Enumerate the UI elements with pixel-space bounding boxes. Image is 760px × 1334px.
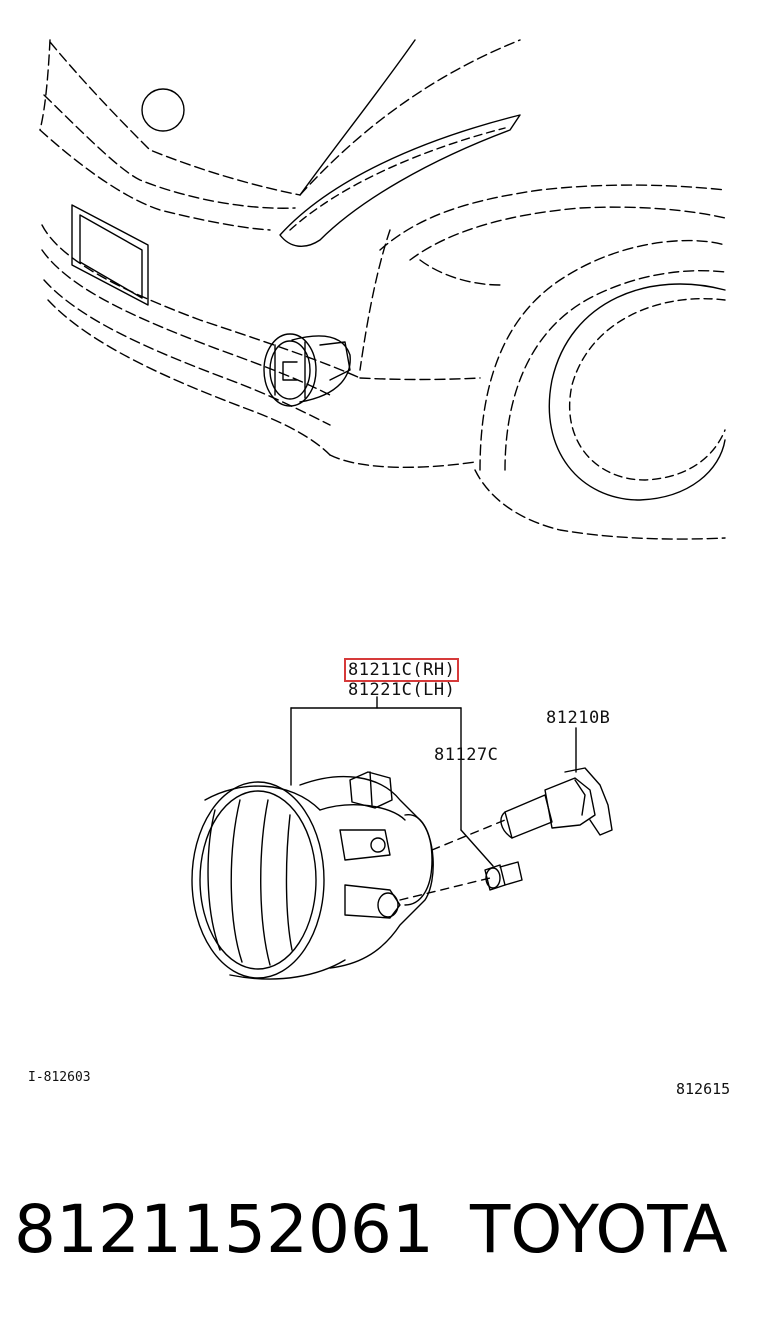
part-number: 8121152061 xyxy=(14,1191,434,1268)
screw-part xyxy=(484,861,523,891)
part-callout-81211c-rh[interactable]: 81211C(RH) xyxy=(343,658,460,682)
fog-lamp-exploded-view xyxy=(191,696,613,980)
part-callout-81210b-bulb: 81210B xyxy=(546,708,611,728)
reference-code-right: 812615 xyxy=(676,1080,731,1098)
bulb-part xyxy=(500,767,613,839)
part-callout-81127c-screw: 81127C xyxy=(434,745,499,765)
part-callout-81221c-lh: 81221C(LH) xyxy=(348,680,456,700)
car-front-illustration xyxy=(39,39,726,540)
brand-name: TOYOTA xyxy=(470,1191,728,1268)
reference-code-left: I-812603 xyxy=(28,1070,91,1085)
